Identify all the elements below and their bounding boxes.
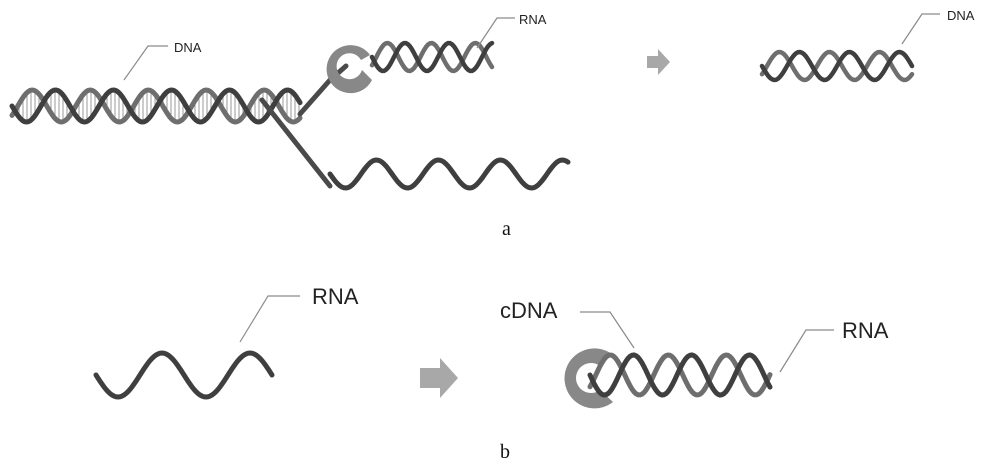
lower-strand-branch (259, 97, 333, 189)
helix-strand-front (9, 87, 303, 125)
dna-double-helix-left (9, 87, 303, 125)
helix-strand-front (587, 352, 773, 398)
label-rna-left: RNA (312, 284, 359, 309)
helix-strand-back (369, 40, 495, 74)
label-cdna: cDNA (500, 298, 558, 323)
helix-strand-front (369, 40, 495, 74)
label-dna-left: DNA (174, 40, 202, 55)
polymerase-enzyme-a (326, 45, 372, 94)
arrow-b (420, 358, 458, 398)
label-dna-right: DNA (947, 8, 975, 23)
caption-a: a (502, 218, 511, 240)
caption-b: b (500, 441, 510, 463)
pointer-cdna (580, 311, 635, 349)
single-strand-rna-left (93, 350, 275, 400)
pointer-dna-right (901, 13, 940, 45)
label-rna-top: RNA (519, 12, 547, 27)
pointer-dna-left (123, 45, 168, 81)
helix-strand-front (759, 49, 915, 83)
label-rna-right: RNA (842, 318, 889, 343)
helix-strand-back (759, 49, 915, 83)
pointer-rna-top (476, 17, 515, 49)
rna-dna-hybrid-top (369, 40, 495, 74)
single-strand (327, 157, 571, 191)
single-strand (93, 350, 275, 400)
dna-double-helix-right (759, 49, 915, 83)
cdna-rna-hybrid (587, 352, 773, 398)
arrow-a (647, 49, 670, 75)
single-strand-dna-lower (327, 157, 571, 191)
pointer-rna-right (779, 329, 834, 373)
helix-strand-back (9, 87, 303, 125)
pointer-rna-left (239, 295, 300, 343)
